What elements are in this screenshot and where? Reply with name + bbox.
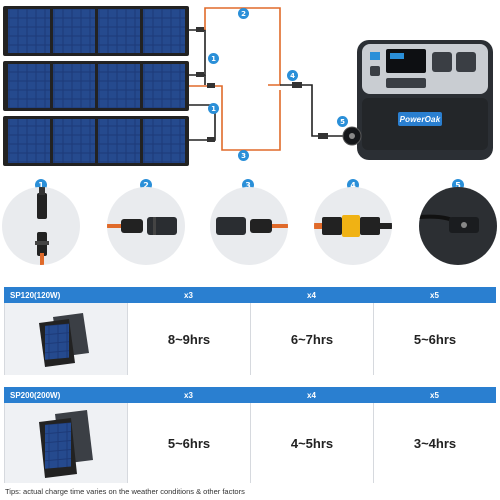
callout-1a: 1 — [208, 53, 219, 64]
column-x5: x5 — [430, 290, 439, 300]
callout-4: 4 — [287, 70, 298, 81]
table-header-row: SP200(200W) x3 x4 x5 — [4, 387, 496, 403]
column-x3: x3 — [184, 390, 193, 400]
charge-time-x3: 8~9hrs — [127, 303, 250, 375]
brand-label: PowerOak — [399, 114, 441, 124]
charge-time-x3: 5~6hrs — [127, 403, 250, 483]
connector-5-image — [419, 187, 497, 265]
table-row: 5~6hrs 4~5hrs 3~4hrs — [4, 403, 496, 483]
model-label: SP200(200W) — [10, 390, 61, 400]
solar-panel-3 — [3, 116, 189, 166]
callout-1b: 1 — [208, 103, 219, 114]
connector-1-image — [2, 187, 80, 265]
callout-3: 3 — [238, 150, 249, 161]
panel-image — [4, 303, 127, 375]
callout-2: 2 — [238, 8, 249, 19]
table-header-row: SP120(120W) x3 x4 x5 — [4, 287, 496, 303]
model-label: SP120(120W) — [10, 290, 61, 300]
panel-image — [4, 403, 127, 483]
cables — [189, 7, 345, 151]
tips-note: Tips: actual charge time varies on the w… — [5, 487, 245, 496]
connector-4-image — [314, 187, 392, 265]
column-x4: x4 — [307, 290, 316, 300]
dc-input — [342, 126, 362, 146]
connector-2-image — [107, 187, 185, 265]
folded-panel-icon — [39, 313, 89, 367]
charge-time-x4: 6~7hrs — [250, 303, 373, 375]
charge-table-sp200: SP200(200W) x3 x4 x5 5~6hrs 4~5hrs 3~4hr… — [4, 387, 496, 483]
connection-diagram — [3, 6, 493, 166]
solar-panel-2 — [3, 61, 189, 111]
column-x5: x5 — [430, 390, 439, 400]
folded-panel-icon — [39, 410, 93, 478]
column-x3: x3 — [184, 290, 193, 300]
solar-panel-1 — [3, 6, 189, 56]
charge-time-x5: 5~6hrs — [373, 303, 496, 375]
charge-time-x4: 4~5hrs — [250, 403, 373, 483]
column-x4: x4 — [307, 390, 316, 400]
cable-connectors — [196, 27, 328, 142]
power-station — [357, 40, 493, 160]
callout-5: 5 — [337, 116, 348, 127]
charge-table-sp120: SP120(120W) x3 x4 x5 8~9hrs 6~7hrs 5~6hr… — [4, 287, 496, 375]
table-row: 8~9hrs 6~7hrs 5~6hrs — [4, 303, 496, 375]
connector-3-image — [210, 187, 288, 265]
charge-time-x5: 3~4hrs — [373, 403, 496, 483]
